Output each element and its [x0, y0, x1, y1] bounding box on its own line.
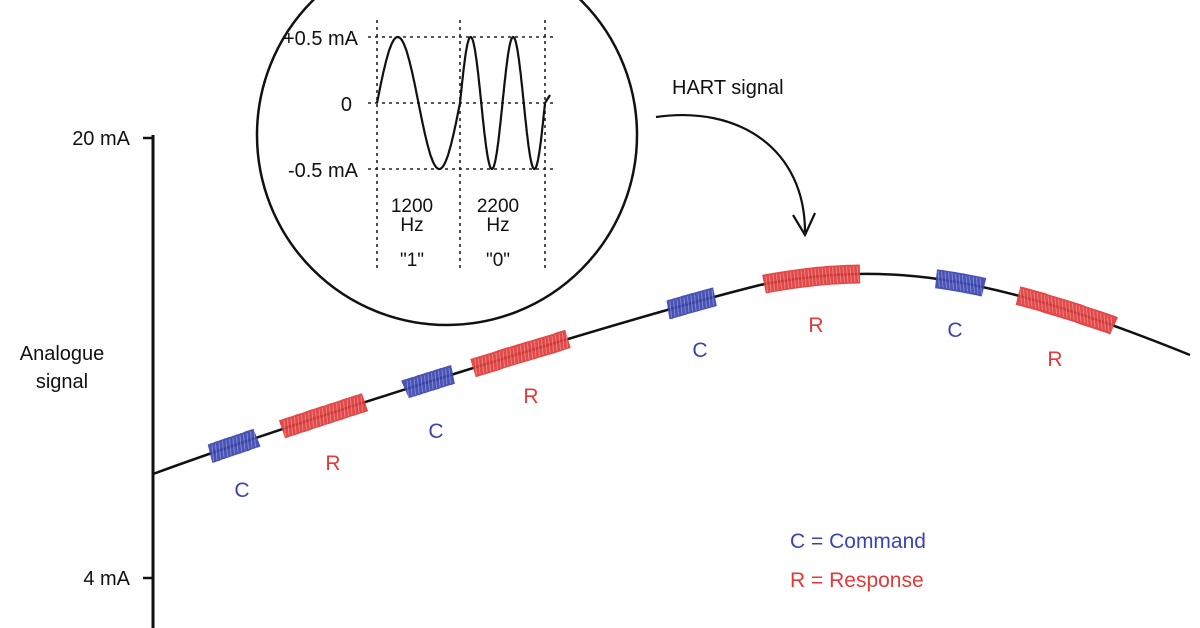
segment-ripple-2 — [283, 395, 363, 437]
command-segment-1 — [207, 428, 261, 463]
segment-ripple-1 — [211, 430, 256, 462]
hart-signal-callout: HART signal — [672, 77, 784, 99]
response-segment-8 — [1015, 286, 1118, 335]
segment-ripple-4 — [474, 331, 568, 376]
callout-arrow-line — [655, 114, 807, 233]
freq-0-value: 2200 — [477, 196, 519, 217]
segment-label-8: R — [1047, 348, 1062, 371]
command-segment-3 — [401, 365, 455, 399]
segment-label-1: C — [234, 479, 249, 502]
segment-label-3: C — [428, 420, 443, 443]
legend-command: C = Command — [790, 530, 926, 553]
top-tick-label: 20 mA — [72, 128, 130, 150]
segment-ripple-8 — [1019, 287, 1113, 333]
inset-magnifier-circle — [255, 0, 639, 327]
command-segment-7 — [935, 269, 987, 297]
inset-tick-plus: +0.5 mA — [283, 28, 359, 50]
freq-1-value: 1200 — [391, 196, 433, 217]
hart-segments: C R C R C R C R — [207, 264, 1118, 502]
inset-tick-minus: -0.5 mA — [288, 160, 359, 182]
segment-label-6: R — [808, 314, 823, 337]
bottom-tick-label: 4 mA — [83, 568, 130, 590]
axis-label-line2: signal — [36, 371, 88, 393]
bit-1-label: "1" — [400, 250, 424, 271]
segment-label-5: C — [692, 339, 707, 362]
freq-1-unit: Hz — [400, 215, 423, 236]
response-segment-4 — [470, 329, 571, 378]
segment-label-7: C — [947, 319, 962, 342]
segment-label-4: R — [523, 385, 538, 408]
legend-response: R = Response — [790, 569, 924, 592]
hart-fsk-waveform — [375, 35, 551, 171]
response-segment-2 — [278, 393, 369, 439]
freq-0-unit: Hz — [486, 215, 509, 236]
segment-ripple-3 — [406, 367, 451, 397]
segment-ripple-5 — [669, 289, 714, 318]
response-segment-6 — [762, 264, 861, 294]
axis-label-line1: Analogue — [20, 343, 105, 365]
bit-0-label: "0" — [486, 250, 510, 271]
callout-arrow-head — [792, 212, 817, 238]
command-segment-5 — [666, 287, 717, 320]
segment-label-2: R — [325, 452, 340, 475]
segment-ripple-6 — [765, 265, 859, 292]
inset-tick-zero: 0 — [341, 94, 352, 116]
segment-ripple-7 — [937, 270, 982, 295]
